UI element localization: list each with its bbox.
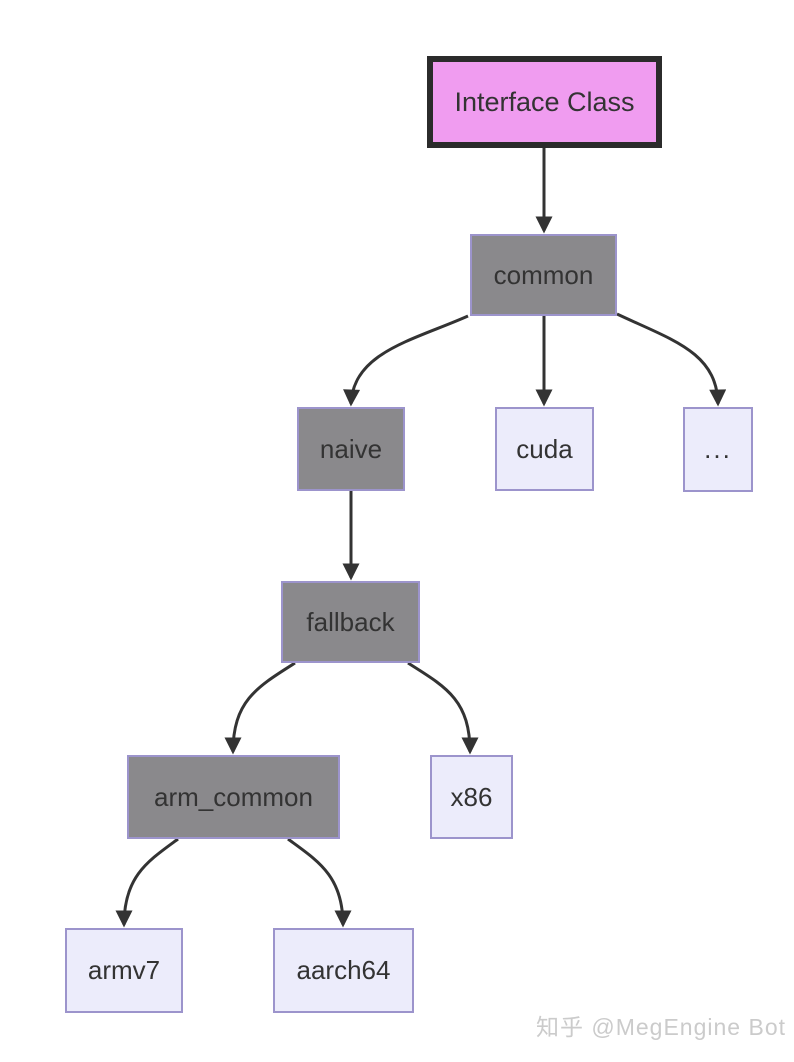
node-common: common (470, 234, 617, 316)
node-ellipsis-label: ... (704, 434, 732, 464)
node-common-label: common (493, 259, 594, 290)
node-arm-common: arm_common (127, 755, 340, 839)
edge-armcommon-aarch64 (287, 837, 352, 928)
node-cuda-label: cuda (516, 433, 573, 464)
node-cuda: cuda (495, 407, 594, 491)
node-armv7-label: armv7 (87, 955, 161, 985)
edge-fallback-x86 (407, 661, 479, 755)
edge-fallback-armcommon (224, 661, 296, 755)
node-naive: naive (297, 407, 405, 491)
node-x86: x86 (430, 755, 513, 839)
edge-common-ellipsis (616, 312, 727, 407)
node-arm-common-label: arm_common (154, 781, 313, 812)
node-aarch64-label: aarch64 (296, 955, 391, 985)
node-x86-label: x86 (450, 781, 493, 812)
node-armv7: armv7 (65, 928, 183, 1013)
edge-armcommon-armv7 (115, 837, 179, 928)
node-fallback: fallback (281, 581, 420, 663)
node-fallback-label: fallback (306, 606, 395, 637)
node-interface-class-label: Interface Class (454, 86, 635, 117)
watermark: 知乎 @MegEngine Bot (535, 1014, 786, 1040)
node-interface-class: Interface Class (427, 56, 662, 148)
edge-common-naive (343, 314, 469, 407)
node-ellipsis: ... (683, 407, 753, 492)
node-aarch64: aarch64 (273, 928, 414, 1013)
node-naive-label: naive (319, 433, 383, 464)
